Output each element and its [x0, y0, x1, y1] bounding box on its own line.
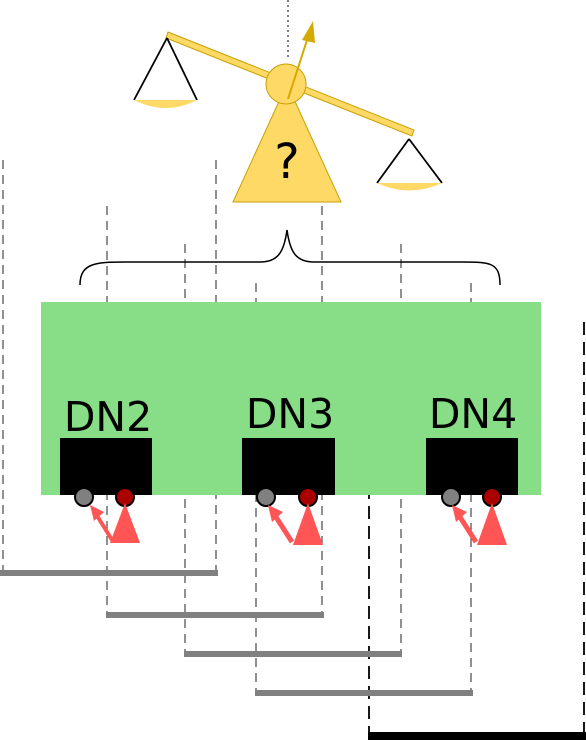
baseline-bar: [184, 651, 402, 657]
node-label: DN3: [246, 390, 334, 438]
baseline-bar: [106, 612, 324, 618]
node-dn4[interactable]: DN4: [426, 390, 518, 545]
node-dn3[interactable]: DN3: [242, 390, 335, 545]
balance-scale-icon: ?: [133, 21, 443, 203]
signal-beam: [110, 503, 140, 543]
sensor-gray-icon: [441, 487, 461, 507]
node-box: [426, 438, 518, 495]
scale-pan-right: [376, 138, 443, 191]
signal-arrow-icon: [90, 505, 114, 542]
scale-stand: [232, 82, 342, 203]
baseline-bar: [0, 570, 218, 576]
unknown-symbol: ?: [274, 134, 299, 190]
signal-beam: [293, 503, 323, 545]
node-box: [242, 438, 335, 495]
signal-arrow-icon: [268, 505, 295, 544]
node-dn2[interactable]: DN2: [60, 393, 152, 543]
node-label: DN2: [64, 393, 152, 441]
sensor-gray-icon: [74, 487, 94, 507]
scale-pivot: [265, 63, 307, 105]
signal-arrow-icon: [452, 505, 479, 544]
grouping-brace: [79, 229, 501, 286]
node-box: [60, 438, 152, 495]
baseline-bar: [255, 690, 473, 696]
baseline-bars: [0, 570, 586, 740]
signal-beam: [477, 503, 507, 545]
node-label: DN4: [429, 390, 517, 438]
baseline-bar-black: [368, 732, 586, 740]
sensor-gray-icon: [256, 487, 276, 507]
scale-pan-left: [133, 37, 198, 108]
direction-arrow-icon: [287, 21, 315, 100]
